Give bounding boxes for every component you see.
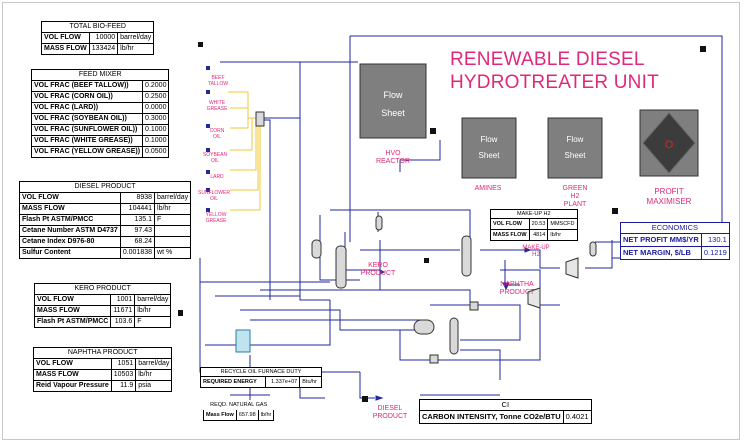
green-h2-flowsheet-text-top: Flow [567, 135, 584, 144]
page-title: RENEWABLE DIESEL HYDROTREATER UNIT [450, 48, 659, 94]
amines-flowsheet-icon[interactable]: Flow Sheet [461, 117, 517, 179]
profit-maximiser-label: PROFIT MAXIMISER [646, 187, 692, 206]
ci-header: CI [419, 399, 592, 411]
table-row: VOL FLOW 10000 barrel/day [41, 32, 155, 44]
feed-icons [206, 66, 210, 212]
arrow-icons [375, 247, 532, 401]
compressor-icons [527, 257, 579, 309]
table-row: MASS FLOW 133424 lb/hr [41, 43, 155, 55]
equipment [235, 111, 597, 364]
green-h2-label: GREEN H2 PLANT [562, 185, 588, 208]
economics-header: ECONOMICS [620, 222, 730, 234]
profit-symbol: O [665, 139, 674, 151]
hvo-reactor-flowsheet-icon[interactable]: Flow Sheet [359, 63, 427, 139]
total-biofeed-table[interactable]: TOTAL BIO-FEED VOL FLOW 10000 barrel/day… [40, 21, 155, 55]
hvo-flowsheet-text-top: Flow [383, 90, 403, 100]
canvas-frame [2, 2, 740, 440]
reqd-gas-header: REQD. NATURAL GAS [210, 402, 268, 408]
feed-stream-lines [228, 91, 262, 211]
amines-label: AMINES [474, 185, 502, 192]
makeup-h2-header: MAKE-UP H2 [490, 209, 578, 219]
hvo-flowsheet-text-bottom: Sheet [381, 108, 405, 118]
amines-flowsheet-text-top: Flow [481, 135, 498, 144]
green-h2-flowsheet-text-bottom: Sheet [565, 151, 587, 160]
profit-maximiser-icon[interactable]: O [639, 109, 699, 177]
feed-label-lard: LARD [210, 174, 224, 180]
table-row: VOL FRAC (BEEF TALLOW))0.2000 [30, 80, 170, 92]
title-line-1: RENEWABLE DIESEL [450, 49, 645, 70]
table-row: VOL FRAC (LARD))0.0000 [30, 102, 170, 114]
recycle-oil-header: RECYCLE OIL FURNACE DUTY [200, 367, 322, 377]
title-line-2: HYDROTREATER UNIT [450, 72, 659, 93]
table-row: VOL FRAC (WHITE GREASE))0.1000 [30, 135, 170, 147]
table-row: VOL FRAC (YELLOW GREASE))0.0500 [30, 146, 170, 158]
recycle-oil-table[interactable]: RECYCLE OIL FURNACE DUTY REQUIRED ENERGY… [200, 367, 322, 388]
hvo-reactor-label: HVO REACTOR [375, 150, 411, 165]
green-h2-flowsheet-icon[interactable]: Flow Sheet [547, 117, 603, 179]
feed-mixer-table[interactable]: FEED MIXER VOL FRAC (BEEF TALLOW))0.2000… [30, 69, 170, 158]
amines-flowsheet-text-bottom: Sheet [479, 151, 501, 160]
